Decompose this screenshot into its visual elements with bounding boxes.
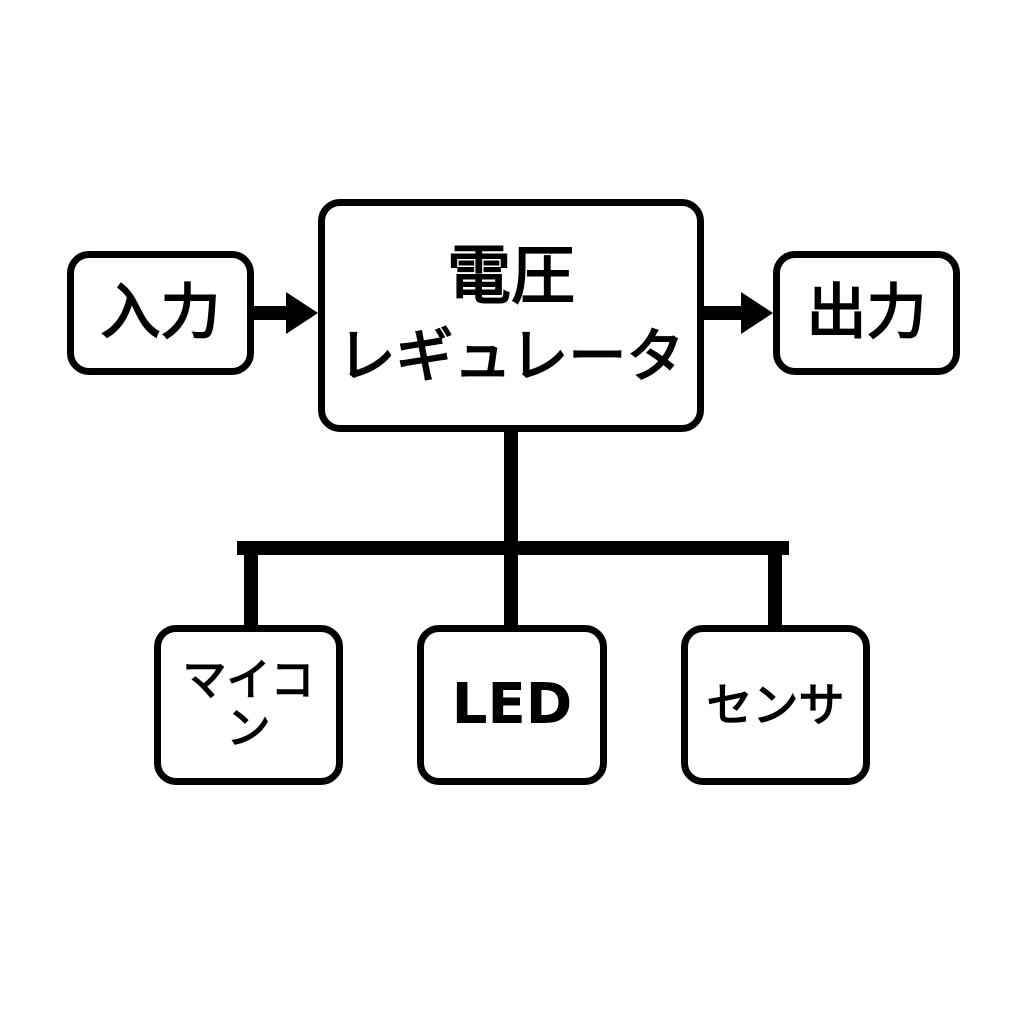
sensor-node: センサ: [681, 625, 870, 785]
edge-regulator-to-output: [704, 292, 773, 334]
input-node: 入力: [67, 251, 254, 375]
regulator-label-line1: 電圧: [447, 240, 575, 315]
regulator-label-line2: レギュレータ: [337, 321, 685, 390]
led-label: LED: [451, 672, 573, 738]
sensor-label: センサ: [706, 677, 845, 732]
mcu-node: マイコン: [154, 625, 343, 785]
output-node: 出力: [773, 251, 960, 375]
input-label: 入力: [100, 278, 221, 348]
voltage-regulator-node: 電圧 レギュレータ: [318, 199, 704, 432]
arrowhead-icon: [741, 292, 773, 334]
mcu-label: マイコン: [182, 654, 315, 754]
edge-input-to-regulator: [254, 292, 318, 334]
led-node: LED: [417, 625, 607, 785]
output-label: 出力: [806, 278, 927, 348]
arrowhead-icon: [286, 292, 318, 334]
